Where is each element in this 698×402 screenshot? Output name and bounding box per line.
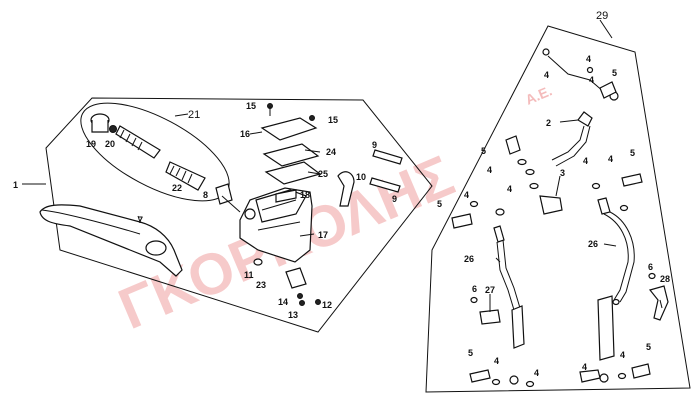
callout-27: 27 [485, 285, 495, 295]
callout-4f: 4 [583, 156, 588, 166]
watermark-small-text: Α.Ε. [523, 82, 554, 107]
callout-7: 7 [138, 215, 143, 225]
reservoir-cap-parts [260, 103, 322, 185]
master-cylinder-body [239, 187, 313, 263]
callout-labels: 1 7 8 19 20 21 22 15 15 16 24 25 18 17 1… [13, 10, 670, 378]
callout-5b: 5 [481, 146, 486, 156]
hose-fasteners [451, 135, 669, 388]
callout-1: 1 [13, 180, 18, 190]
callout-4h: 4 [608, 154, 613, 164]
callout-25: 25 [318, 169, 328, 179]
callout-19: 19 [86, 139, 96, 149]
callout-13: 13 [288, 310, 298, 320]
small-parts-left [215, 149, 403, 306]
callout-21: 21 [188, 109, 200, 121]
callout-4j: 4 [534, 368, 539, 378]
callout-5c: 5 [630, 148, 635, 158]
callout-4d: 4 [487, 165, 492, 175]
callout-24: 24 [326, 147, 336, 157]
callout-5f: 5 [646, 342, 651, 352]
lower-brake-hoses [493, 197, 635, 385]
callout-22: 22 [172, 183, 182, 193]
callout-4l: 4 [620, 350, 625, 360]
callout-3: 3 [560, 168, 565, 178]
callout-5d: 5 [437, 199, 442, 209]
callout-15a: 15 [246, 101, 256, 111]
callout-8: 8 [203, 190, 208, 200]
callout-26b: 26 [588, 239, 598, 249]
right-assembly-outline [425, 25, 691, 393]
callout-5e: 5 [468, 348, 473, 358]
piston-kit-parts [90, 113, 206, 191]
callout-4g: 4 [464, 190, 469, 200]
callout-20: 20 [105, 139, 115, 149]
callout-5a: 5 [612, 68, 617, 78]
callout-6b: 6 [648, 262, 653, 272]
callout-14: 14 [278, 297, 288, 307]
callout-4a: 4 [544, 70, 549, 80]
callout-16: 16 [240, 129, 250, 139]
leader-lines [22, 19, 663, 312]
callout-18: 18 [300, 190, 310, 200]
callout-4e: 4 [507, 184, 512, 194]
callout-29: 29 [596, 10, 608, 22]
callout-10: 10 [356, 172, 366, 182]
callout-4k: 4 [582, 362, 587, 372]
callout-28: 28 [660, 274, 670, 284]
callout-15b: 15 [328, 115, 338, 125]
callout-12: 12 [322, 300, 332, 310]
callout-17: 17 [318, 230, 328, 240]
callout-26a: 26 [464, 254, 474, 264]
brake-lever [39, 204, 183, 277]
upper-brake-hose [542, 48, 619, 167]
callout-9b: 9 [392, 194, 397, 204]
callout-6a: 6 [472, 284, 477, 294]
callout-4b: 4 [586, 54, 591, 64]
callout-11: 11 [244, 270, 254, 280]
callout-23: 23 [256, 280, 266, 290]
callout-9a: 9 [372, 140, 377, 150]
left-assembly-outline [45, 97, 433, 333]
callout-4i: 4 [494, 356, 499, 366]
callout-2: 2 [546, 118, 551, 128]
callout-4c: 4 [589, 75, 594, 85]
